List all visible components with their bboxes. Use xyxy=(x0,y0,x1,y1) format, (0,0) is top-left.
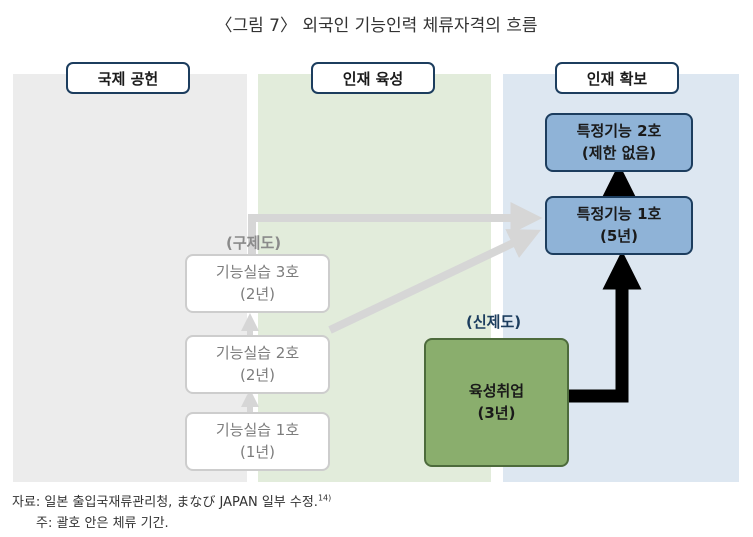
old-training-1-period: (1년) xyxy=(239,442,276,461)
old-training-3-period: (2년) xyxy=(239,284,276,303)
skilled-2-period: (제한 없음) xyxy=(581,143,657,162)
column-header-securing: 인재 확보 xyxy=(555,62,679,94)
column-header-development: 인재 육성 xyxy=(311,62,435,94)
new-system-tag: (신제도) xyxy=(466,313,522,331)
arrow-new-to-skilled xyxy=(569,250,642,403)
old-training-3-name: 기능실습 3호 xyxy=(215,262,300,281)
skilled-2-name: 특정기능 2호 xyxy=(576,121,662,140)
old-training-2-period: (2년) xyxy=(239,365,276,384)
column-header-international: 국제 공헌 xyxy=(66,62,190,94)
old-training-2-box: 기능실습 2호 (2년) xyxy=(185,335,330,394)
old-system-tag: (구제도) xyxy=(226,234,282,252)
period-note: 주: 괄호 안은 체류 기간. xyxy=(36,516,169,531)
arrow-old-2-to-skilled xyxy=(328,229,542,334)
development-employment-box: 육성취업 (3년) xyxy=(424,338,569,467)
skilled-1-box: 특정기능 1호 (5년) xyxy=(545,196,693,255)
source-text: 자료: 일본 출입국재류관리청, まなび JAPAN 일부 수정. xyxy=(12,495,318,510)
old-training-3-box: 기능실습 3호 (2년) xyxy=(185,254,330,313)
old-training-1-box: 기능실습 1호 (1년) xyxy=(185,412,330,471)
development-employment-period: (3년) xyxy=(477,403,516,422)
old-training-2-name: 기능실습 2호 xyxy=(215,343,300,362)
skilled-1-name: 특정기능 1호 xyxy=(576,204,662,223)
old-training-1-name: 기능실습 1호 xyxy=(215,420,300,439)
skilled-1-period: (5년) xyxy=(600,226,638,245)
figure-title: 〈그림 7〉 외국인 기능인력 체류자격의 흐름 xyxy=(215,16,538,36)
development-employment-name: 육성취업 xyxy=(468,381,525,400)
source-reference: 14) xyxy=(317,493,332,503)
arrow-old-to-skilled-top xyxy=(248,202,543,255)
source-note: 자료: 일본 출입국재류관리청, まなび JAPAN 일부 수정.14) xyxy=(12,491,331,510)
skilled-2-box: 특정기능 2호 (제한 없음) xyxy=(545,113,693,172)
